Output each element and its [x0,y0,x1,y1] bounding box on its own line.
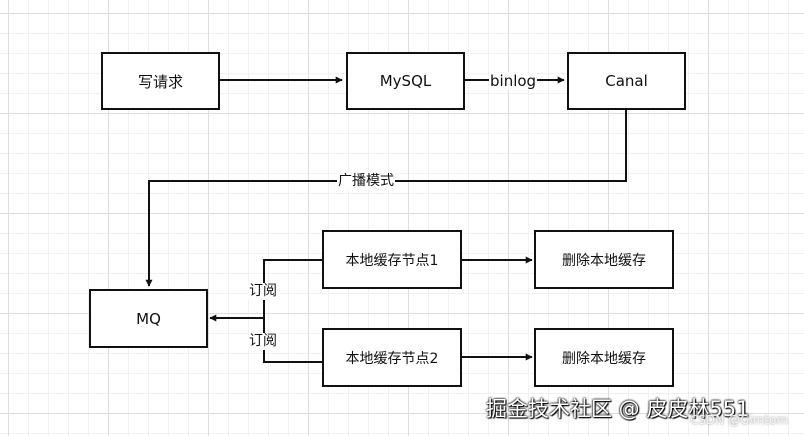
subscribe-connector [263,259,322,363]
write-request-label: 写请求 [137,72,183,91]
cache-node-1[interactable]: 本地缓存节点1 [322,230,462,289]
binlog-label: binlog [489,72,538,90]
watermark-csdn: CSDN @Gimtom [690,413,789,427]
cache-node-2-label: 本地缓存节点2 [345,350,439,367]
write-request-node[interactable]: 写请求 [101,52,220,110]
broadcast-label: 广播模式 [337,173,395,190]
mysql-label: MySQL [379,72,432,90]
mysql-node[interactable]: MySQL [346,52,465,110]
mq-label: MQ [136,309,161,328]
canal-node[interactable]: Canal [567,52,686,110]
watermark-main: 掘金技术社区 @ 皮皮林551 [486,397,750,421]
cache-node-2[interactable]: 本地缓存节点2 [322,328,462,387]
canal-label: Canal [605,72,648,90]
delete-cache-node-2[interactable]: 删除本地缓存 [534,328,674,387]
mq-node[interactable]: MQ [89,289,208,348]
subscribe-label-2: 订阅 [248,333,278,350]
delete-cache-2-label: 删除本地缓存 [562,350,646,367]
cache-node-1-label: 本地缓存节点1 [345,252,439,269]
delete-cache-node-1[interactable]: 删除本地缓存 [534,230,674,289]
subscribe-label-1: 订阅 [248,283,278,300]
delete-cache-1-label: 删除本地缓存 [562,252,646,269]
